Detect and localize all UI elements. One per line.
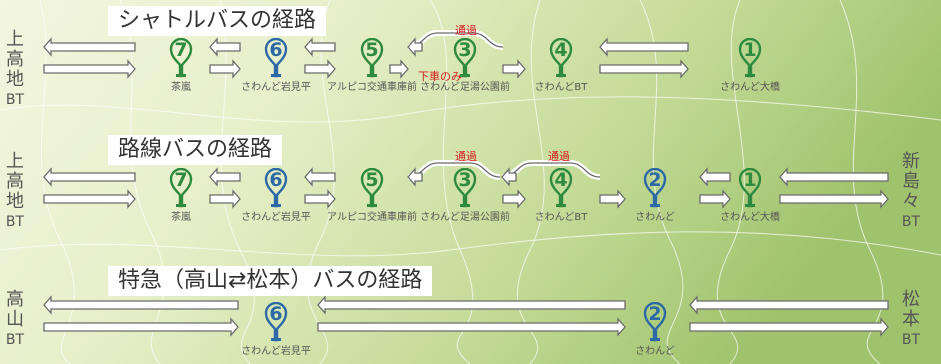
right-arrow [304,59,336,79]
note-passing: 通過 [548,150,570,163]
bus-stop-marker-icon: 7 [169,168,193,208]
svg-text:1: 1 [743,169,756,191]
bus-stop-2: 2 さわんど [635,302,675,357]
right-arrow [689,317,889,337]
right-arrow [599,189,626,209]
left-arrow [699,167,731,187]
bus-stop-5: 5 アルピコ交通車庫前 [327,168,417,223]
left-arrow [43,167,136,187]
svg-text:4: 4 [554,39,567,61]
right-arrow [43,189,136,209]
left-arrow [304,167,336,187]
right-arrow [502,189,526,209]
bus-stop-6: 6 さわんど岩見平 [241,302,311,357]
bus-stop-marker-icon: 1 [738,38,762,78]
right-arrow [209,189,241,209]
left-arrow [43,37,136,57]
svg-text:5: 5 [365,39,378,61]
right-arrow [599,59,689,79]
left-arrow [501,167,517,187]
bus-stop-marker-icon: 4 [549,168,573,208]
left-arrow [407,167,423,187]
left-arrow [317,295,626,315]
left-arrow [689,295,889,315]
right-arrow [502,59,526,79]
left-arrow [209,167,241,187]
bus-stop-marker-icon: 6 [264,302,288,342]
bus-stop-2: 2 さわんど [635,168,675,223]
bus-stop-marker-icon: 2 [643,302,667,342]
svg-text:3: 3 [458,39,471,61]
bus-stop-1: 1 さわんど大橋 [720,38,780,93]
bus-stop-3: 3 さわんど足湯公園前 [420,168,510,223]
right-arrow [779,189,889,209]
bus-stop-marker-icon: 3 [453,38,477,78]
svg-text:3: 3 [458,169,471,191]
svg-text:7: 7 [174,169,187,191]
left-arrow [779,167,889,187]
route-title-local: 路線バスの経路 [108,135,283,165]
svg-text:4: 4 [554,169,567,191]
bus-stop-marker-icon: 5 [360,38,384,78]
right-arrow [209,59,241,79]
bus-stop-6: 6 さわんど岩見平 [241,168,311,223]
bus-stop-7: 7 茶嵐 [116,168,246,223]
left-arrow [43,295,239,315]
bus-stop-4: 4 さわんどBT [534,38,588,93]
bus-stop-marker-icon: 4 [549,38,573,78]
svg-text:6: 6 [269,39,282,61]
right-arrow [43,317,239,337]
bus-stop-4: 4 さわんどBT [534,168,588,223]
bus-stop-6: 6 さわんど岩見平 [241,38,311,93]
left-arrow [304,37,336,57]
bus-stop-marker-icon: 2 [643,168,667,208]
svg-text:2: 2 [648,303,661,325]
right-arrow [699,189,731,209]
svg-text:6: 6 [269,169,282,191]
bus-stop-3: 3 さわんど足湯公園前 [420,38,510,93]
bus-stop-1: 1 さわんど大橋 [720,168,780,223]
left-arrow [209,37,241,57]
svg-text:7: 7 [174,39,187,61]
right-arrow [43,59,136,79]
note-passing: 通過 [455,150,477,163]
bus-stop-marker-icon: 7 [169,38,193,78]
svg-text:1: 1 [743,39,756,61]
svg-text:6: 6 [269,303,282,325]
route-title-shuttle: シャトルバスの経路 [108,6,327,36]
bus-stop-5: 5 アルピコ交通車庫前 [327,38,417,93]
bus-stop-marker-icon: 3 [453,168,477,208]
bus-stop-marker-icon: 6 [264,38,288,78]
note-passing: 通過 [455,24,477,37]
right-arrow [389,59,409,79]
bus-stop-marker-icon: 6 [264,168,288,208]
right-arrow [304,189,336,209]
note-alight-only: 下車のみ [418,70,462,83]
svg-text:5: 5 [365,169,378,191]
svg-text:2: 2 [648,169,661,191]
right-arrow [317,317,626,337]
left-arrow [599,37,689,57]
bus-stop-7: 7 茶嵐 [116,38,246,93]
bus-stop-marker-icon: 1 [738,168,762,208]
route-title-express: 特急（高山⇄松本）バスの経路 [108,266,433,296]
bus-stop-marker-icon: 5 [360,168,384,208]
left-arrow [407,37,423,57]
